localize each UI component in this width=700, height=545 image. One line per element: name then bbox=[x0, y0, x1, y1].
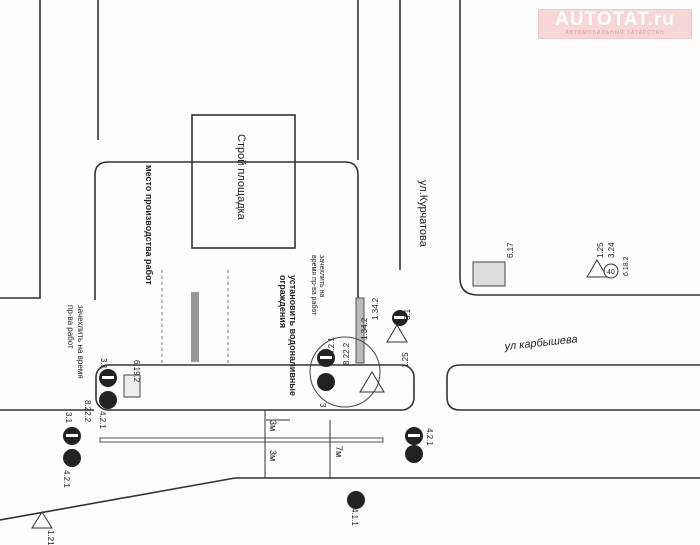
diagram-label: Строй площадка bbox=[235, 134, 247, 221]
diagram-label: 7м bbox=[334, 446, 344, 457]
diagram-label: 4.2.1 bbox=[425, 428, 434, 446]
diagram-label: место производства работ bbox=[144, 165, 154, 285]
autotat-logo: AUTOTAT.ru АВТОМОБИЛЬНЫЙ ТАТАРСТАН bbox=[538, 9, 692, 39]
diagram-label: 1.21 bbox=[46, 530, 55, 545]
diagram-label: 3.1 bbox=[407, 450, 416, 462]
diagram-label: 4.2.1 bbox=[327, 337, 336, 355]
diagram-label: 1.25 bbox=[401, 352, 410, 368]
diagram-label: 3 bbox=[318, 403, 327, 408]
roadworks-triangle-icon bbox=[359, 371, 385, 393]
work-area-hatch bbox=[191, 292, 199, 362]
diagram-label: 4.2.1 bbox=[62, 470, 71, 488]
diagram-label: 6.18.2 bbox=[623, 256, 630, 276]
diagram-label: 4.1.1 bbox=[350, 508, 359, 526]
diagram-label: 1.34.2 bbox=[371, 297, 380, 320]
diagram-label: время пр-ва работ bbox=[310, 255, 318, 316]
warning-triangles bbox=[31, 259, 608, 529]
detour-sign-icon bbox=[472, 261, 506, 287]
diagram-label: ул.Курчатова bbox=[417, 180, 429, 248]
diagram-label: 1.34.2 bbox=[360, 317, 369, 340]
diagram-label: 3м bbox=[268, 450, 278, 461]
diagram-label: 3м bbox=[268, 420, 278, 431]
diagram-label: 3.1 bbox=[99, 358, 108, 370]
sign-group-circle bbox=[309, 336, 381, 408]
keep-right-sign-icon bbox=[63, 449, 81, 467]
speed-limit-icon bbox=[603, 263, 619, 279]
diagram-label: 1.25 bbox=[596, 242, 605, 258]
diagram-label: ограждения bbox=[278, 275, 288, 328]
roadworks-triangle-icon bbox=[386, 324, 408, 343]
diagram-label: 8.22.2 bbox=[342, 342, 351, 365]
diagram-label: 6.19.2 bbox=[132, 360, 141, 383]
straight-sign-icon bbox=[347, 491, 365, 509]
diagram-label: 3.1 bbox=[64, 412, 73, 424]
water-barrier-line bbox=[99, 437, 384, 443]
diagram-label: 3.24 bbox=[607, 242, 616, 258]
diagram-label: 6.17 bbox=[506, 242, 515, 258]
diagram-label: зачехлить на bbox=[318, 255, 325, 297]
keep-right-sign-icon bbox=[405, 445, 423, 463]
turn-sign-icon bbox=[123, 374, 141, 398]
diagram-label: 4.2.1 bbox=[98, 411, 107, 429]
barrier-strip bbox=[355, 297, 365, 364]
construction-site bbox=[191, 114, 296, 249]
diagram-label: зачехлить на время bbox=[76, 305, 85, 379]
diagram-label: пр-ва работ bbox=[66, 305, 75, 349]
diagram-label: ул карбышева bbox=[503, 333, 578, 353]
diagram-label: 3.1 bbox=[403, 308, 412, 320]
diagram-label: 8.22.2 bbox=[83, 400, 92, 423]
warning-triangle-icon bbox=[31, 511, 53, 529]
roadworks-triangle-icon bbox=[586, 259, 608, 278]
keep-right-sign-icon bbox=[317, 373, 335, 391]
keep-right-sign-icon bbox=[99, 391, 117, 409]
diagram-label: 40 bbox=[607, 269, 615, 276]
diagram-label: установить водоналивные bbox=[288, 275, 298, 396]
